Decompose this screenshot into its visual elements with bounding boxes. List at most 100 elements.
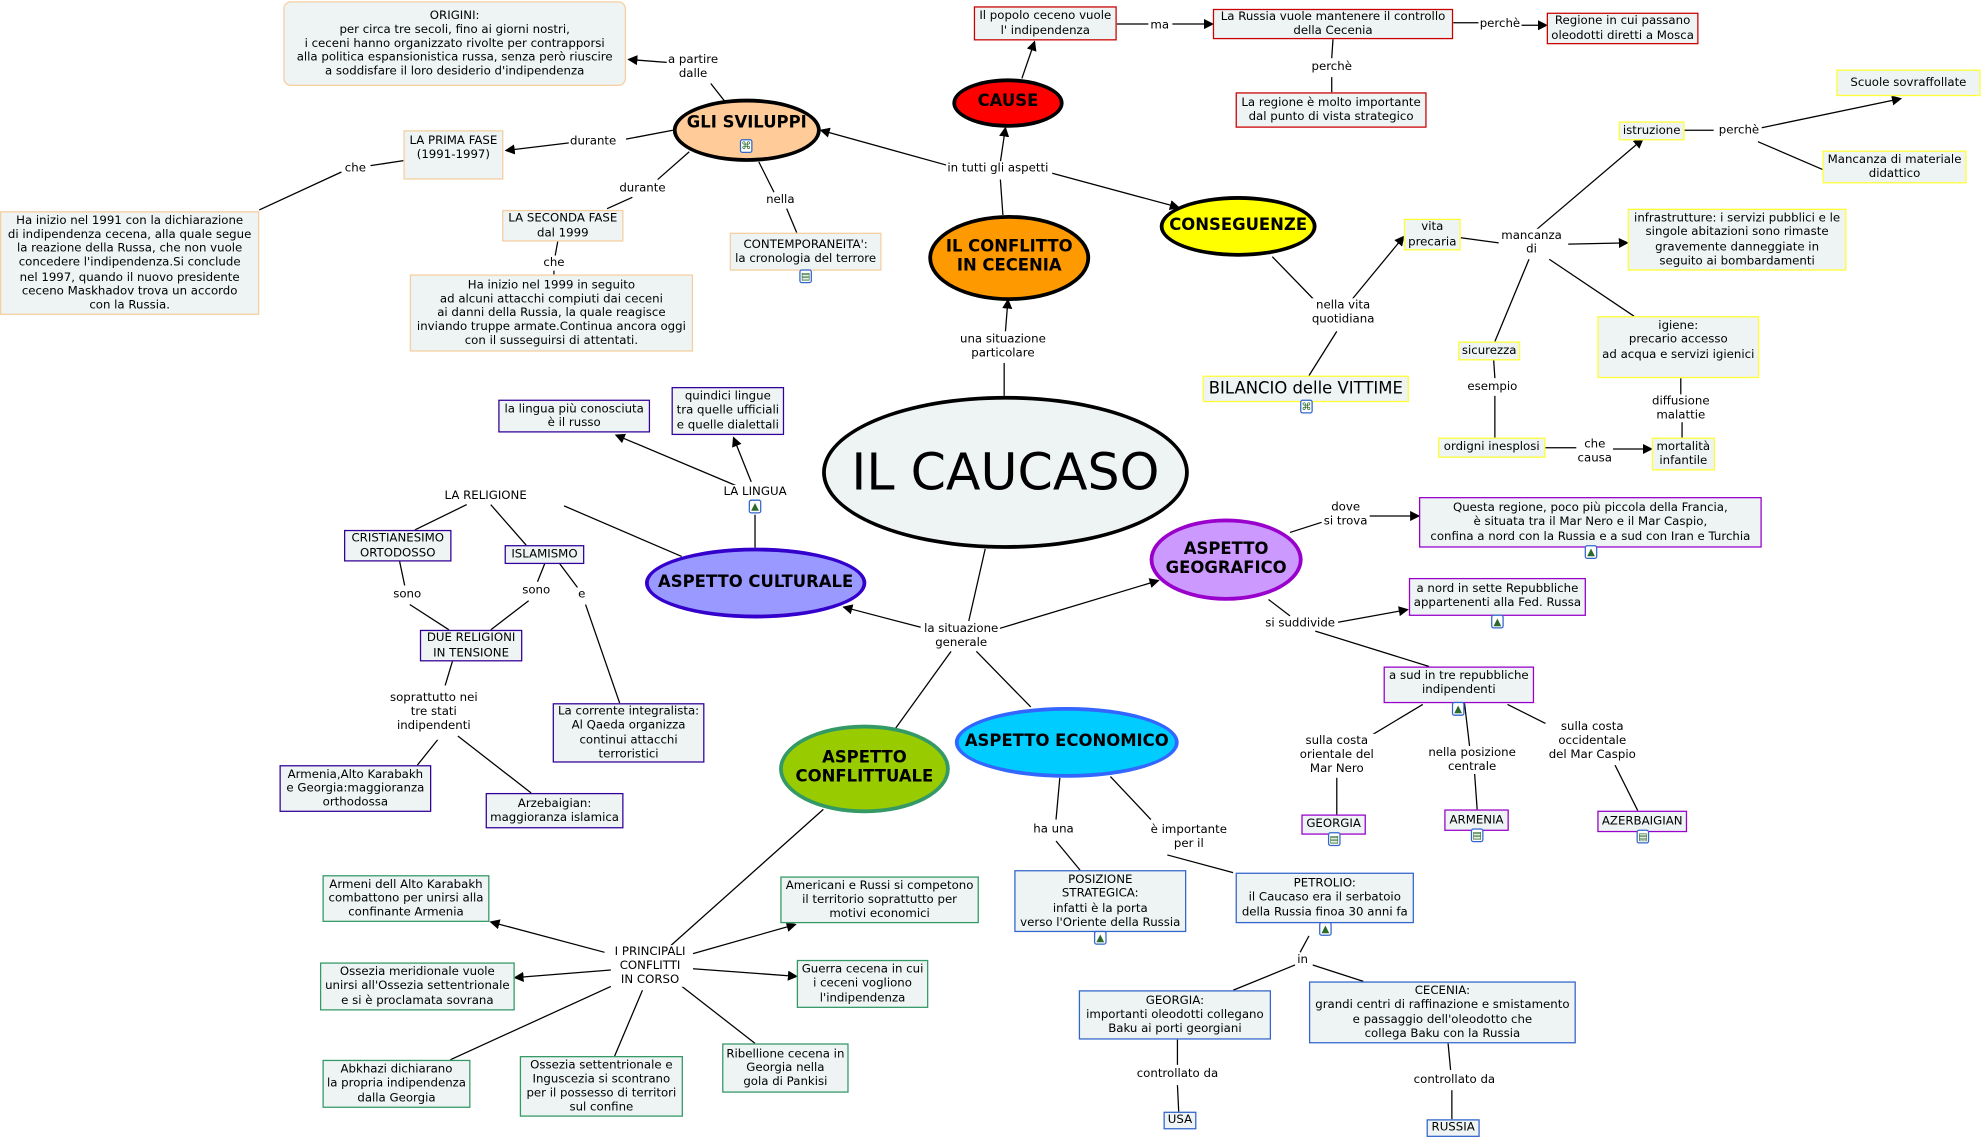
connector-line: [1109, 776, 1152, 820]
connector-line: [490, 504, 527, 546]
concept-posizione-strategica[interactable]: POSIZIONE STRATEGICA: infatti è la porta…: [1014, 870, 1187, 933]
concept-aspetto-conflittuale[interactable]: ASPETTO CONFLITTUALE: [779, 724, 950, 814]
link-label: e: [576, 587, 587, 602]
connector-arrow: [1568, 237, 1629, 249]
connector-arrow: [999, 126, 1010, 162]
concept-conflitto-cecenia[interactable]: IL CONFLITTO IN CECENIA: [928, 214, 1091, 301]
concept-quindici-lingue[interactable]: quindici lingue tra quelle ufficiali e q…: [671, 386, 785, 436]
document-icon[interactable]: ▤: [1470, 828, 1484, 843]
image-icon[interactable]: ▲: [748, 499, 762, 514]
concept-seconda-fase[interactable]: LA SECONDA FASE dal 1999: [502, 209, 624, 242]
concept-il-caucaso[interactable]: IL CAUCASO: [822, 395, 1189, 549]
connector-line: [1460, 237, 1499, 244]
concept-petrolio[interactable]: PETROLIO: il Caucaso era il serbatoio de…: [1235, 872, 1414, 924]
concept-arzebaigian[interactable]: Arzebaigian: maggioranza islamica: [485, 792, 624, 829]
concept-russia[interactable]: RUSSIA: [1426, 1119, 1480, 1137]
link-label: in: [1296, 952, 1310, 967]
concept-map-icon[interactable]: ⌘: [1300, 399, 1313, 414]
connector-arrow: [1052, 172, 1180, 210]
concept-igiene[interactable]: igiene: precario accesso ad acqua e serv…: [1597, 316, 1760, 379]
concept-istruzione[interactable]: istruzione: [1618, 121, 1685, 141]
document-icon[interactable]: ▤: [1636, 829, 1650, 844]
concept-russia-controllo[interactable]: La Russia vuole mantenere il controllo d…: [1212, 8, 1454, 40]
connector-line: [1232, 964, 1296, 991]
connector-arrow: [513, 969, 611, 982]
concept-ossezia-meridionale[interactable]: Ossezia meridionale vuole unirsi all'Oss…: [319, 962, 515, 1011]
link-label: I PRINCIPALI CONFLITTI IN CORSO: [613, 945, 687, 988]
concept-ribellione-pankisi[interactable]: Ribellione cecena in Georgia nella gola …: [722, 1043, 849, 1093]
concept-aspetto-economico[interactable]: ASPETTO ECONOMICO: [954, 706, 1179, 778]
concept-aspetto-culturale[interactable]: ASPETTO CULTURALE: [644, 547, 867, 619]
concept-scuole[interactable]: Scuole sovraffollate: [1836, 69, 1981, 97]
link-label: sulla costa occidentale del Mar Caspio: [1547, 719, 1638, 763]
concept-ossezia-settentrionale[interactable]: Ossezia settentrionale e Inguscezia si s…: [519, 1056, 683, 1117]
concept-georgia-oleodotti[interactable]: GEORGIA: importanti oleodotti collegano …: [1078, 990, 1272, 1040]
connector-arrow: [1021, 40, 1037, 79]
concept-conseguenze[interactable]: CONSEGUENZE: [1159, 196, 1317, 257]
concept-seconda-fase-desc[interactable]: Ha inizio nel 1999 in seguito ad alcuni …: [409, 274, 694, 352]
concept-vita-precaria[interactable]: vita precaria: [1403, 218, 1461, 251]
concept-aspetto-geografico[interactable]: ASPETTO GEOGRAFICO: [1149, 518, 1303, 601]
image-icon[interactable]: ▲: [1584, 545, 1598, 559]
link-label: che causa: [1576, 437, 1614, 466]
concept-map-icon[interactable]: ⌘: [739, 139, 753, 154]
document-icon[interactable]: ▤: [799, 269, 812, 284]
concept-armenia-ortodossa[interactable]: Armenia,Alto Karabakh e Georgia:maggiora…: [279, 765, 432, 812]
connector-line: [490, 600, 530, 631]
connector-line: [457, 735, 532, 794]
connector-line: [1312, 964, 1364, 983]
concept-islamismo[interactable]: ISLAMISMO: [504, 545, 585, 565]
concept-azerbaigian[interactable]: AZERBAIGIAN: [1597, 810, 1688, 833]
concept-mortalita[interactable]: mortalità infantile: [1651, 437, 1715, 471]
concept-abkhazi[interactable]: Abkhazi dichiarano la propria indipenden…: [322, 1059, 471, 1108]
concept-prima-fase[interactable]: LA PRIMA FASE (1991-1997): [403, 130, 504, 180]
connector-line: [758, 161, 775, 193]
concept-sicurezza[interactable]: sicurezza: [1458, 341, 1521, 361]
concept-cause[interactable]: CAUSE: [952, 78, 1064, 128]
concept-materiale[interactable]: Mancanza di materiale didattico: [1822, 150, 1967, 184]
concept-armeni-karabakh[interactable]: Armeni dell Alto Karabakh combattono per…: [322, 875, 490, 922]
connector-arrow: [1002, 298, 1013, 332]
concept-cristianesimo[interactable]: CRISTIANESIMO ORTODOSSO: [343, 529, 452, 562]
link-label: soprattutto nei tre stati indipendenti: [388, 690, 479, 734]
connector-arrow: [842, 604, 921, 628]
concept-prima-fase-desc[interactable]: Ha inizio nel 1991 con la dichiarazione …: [0, 211, 260, 315]
image-icon[interactable]: ▲: [1491, 614, 1504, 629]
concept-corrente-integralista[interactable]: La corrente integralista: Al Qaeda organ…: [552, 703, 705, 763]
link-label: LA RELIGIONE: [443, 488, 529, 503]
concept-cecenia[interactable]: CECENIA: grandi centri di raffinazione e…: [1308, 981, 1576, 1044]
connector-line: [409, 603, 450, 631]
concept-usa[interactable]: USA: [1163, 1111, 1197, 1130]
image-icon[interactable]: ▲: [1319, 921, 1332, 936]
connector-line: [1055, 777, 1061, 820]
connector-line: [563, 505, 682, 558]
link-label: nella posizione centrale: [1427, 745, 1518, 775]
concept-popolo-ceceno[interactable]: Il popolo ceceno vuole l' indipendenza: [973, 6, 1117, 41]
concept-armenia[interactable]: ARMENIA: [1444, 809, 1509, 831]
concept-due-religioni[interactable]: DUE RELIGIONI IN TENSIONE: [419, 629, 523, 662]
link-label: controllato da: [1135, 1066, 1220, 1081]
concept-origini[interactable]: ORIGINI: per circa tre secoli, fino ai g…: [283, 1, 627, 86]
image-icon[interactable]: ▲: [1093, 930, 1107, 945]
document-icon[interactable]: ▤: [1327, 832, 1341, 847]
image-icon[interactable]: ▲: [1451, 701, 1465, 716]
link-label: perchè: [1717, 123, 1761, 138]
connector-arrow: [819, 127, 949, 167]
concept-nord-repubbliche[interactable]: a nord in sette Repubbliche appartenenti…: [1408, 577, 1586, 616]
concept-infrastrutture[interactable]: infrastrutture: i servizi pubblici e le …: [1627, 208, 1847, 271]
connector-line: [1463, 703, 1471, 747]
concept-ordigni[interactable]: ordigni inesplosi: [1437, 437, 1546, 458]
concept-regione-strategica[interactable]: La regione è molto importante dal punto …: [1235, 92, 1427, 128]
concept-contemporaneita[interactable]: CONTEMPORANEITA': la cronologia del terr…: [729, 232, 882, 271]
concept-gli-sviluppi[interactable]: GLI SVILUPPI: [672, 98, 821, 162]
concept-sud-repubbliche[interactable]: a sud in tre repubbliche indipendenti: [1383, 666, 1535, 704]
concept-lingua-russo[interactable]: la lingua più conosciuta è il russo: [498, 399, 651, 433]
concept-americani-russi[interactable]: Americani e Russi si competono il territ…: [780, 876, 979, 924]
concept-bilancio-vittime[interactable]: BILANCIO delle VITTIME: [1202, 375, 1409, 403]
link-label: perchè: [1478, 16, 1522, 32]
concept-guerra-cecena[interactable]: Guerra cecena in cui i ceceni vogliono l…: [796, 959, 929, 1008]
concept-regione-oleodotti[interactable]: Regione in cui passano oleodotti diretti…: [1546, 12, 1699, 45]
link-label: che: [542, 256, 566, 271]
concept-questa-regione[interactable]: Questa regione, poco più piccola della F…: [1418, 497, 1762, 548]
link-label: LA LINGUA: [722, 484, 788, 500]
